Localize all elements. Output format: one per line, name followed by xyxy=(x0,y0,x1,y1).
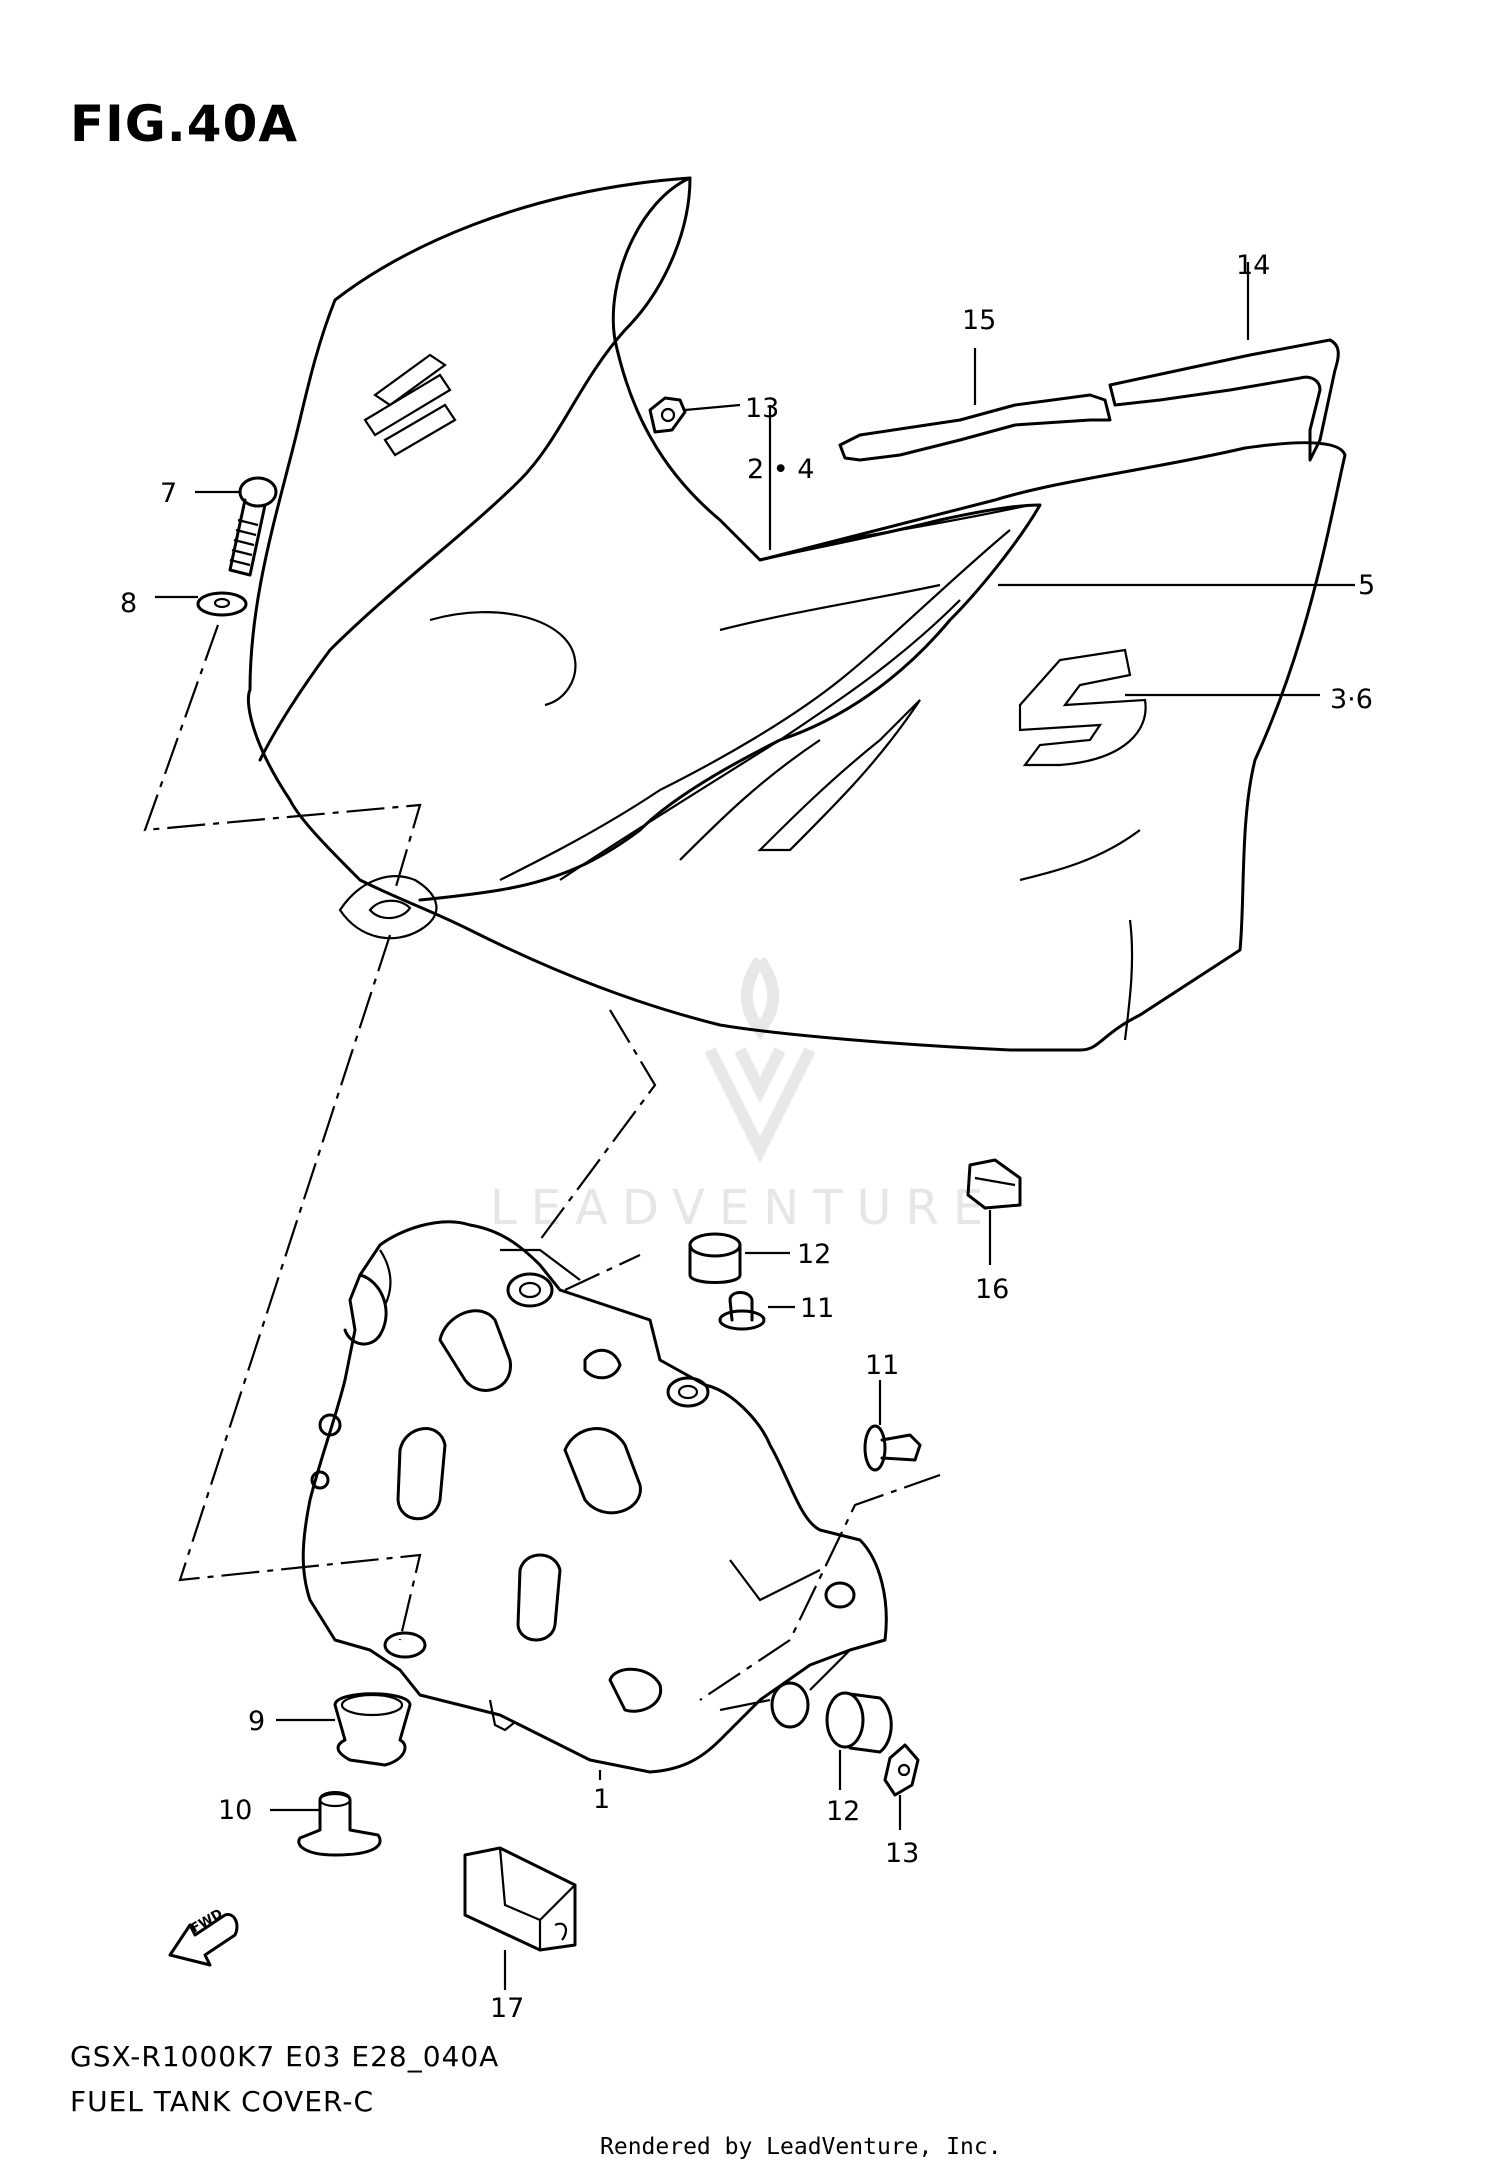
part-17-cushion xyxy=(463,1846,577,1952)
callout-1: 1 xyxy=(593,1784,611,1815)
fwd-arrow-icon xyxy=(168,1913,239,1967)
leadventure-logo-watermark xyxy=(704,956,816,1164)
part-13-clip-bottom xyxy=(883,1743,920,1797)
upper-tank-cover xyxy=(246,176,1347,1052)
part-12-grommet-top xyxy=(688,1232,742,1284)
callout-8: 8 xyxy=(120,588,138,619)
part-10-collar xyxy=(297,1791,382,1857)
part-11-collar-right xyxy=(863,1424,922,1472)
assembly-line-left xyxy=(178,934,422,1641)
part-name: FUEL TANK COVER-C xyxy=(70,2085,374,2118)
callout-3-6: 3·6 xyxy=(1330,684,1373,715)
callout-11-top: 11 xyxy=(800,1293,835,1324)
part-15-strip xyxy=(838,393,1112,462)
callout-16: 16 xyxy=(975,1274,1010,1305)
rendered-by-credit: Rendered by LeadVenture, Inc. xyxy=(600,2134,1002,2160)
assembly-line-bolt xyxy=(143,624,422,891)
callout-10: 10 xyxy=(218,1795,253,1826)
figure-title: FIG.40A xyxy=(70,95,299,153)
callout-12-top: 12 xyxy=(797,1239,832,1270)
assembly-line-center xyxy=(539,1009,657,1241)
callout-5: 5 xyxy=(1358,570,1376,601)
part-7-bolt xyxy=(228,476,278,577)
model-code: GSX-R1000K7 E03 E28_040A xyxy=(70,2040,500,2073)
part-1-bracket xyxy=(301,1220,888,1774)
part-16-clip xyxy=(966,1158,1022,1210)
callout-13-bottom: 13 xyxy=(885,1838,920,1869)
callout-2-4: 2 • 4 xyxy=(747,454,815,485)
callout-11-right: 11 xyxy=(865,1350,900,1381)
callout-9: 9 xyxy=(248,1706,266,1737)
assembly-line-upper-bracket xyxy=(564,1254,641,1291)
callout-17: 17 xyxy=(490,1993,525,2024)
callout-7: 7 xyxy=(160,478,178,509)
leader-lines xyxy=(155,262,1355,1990)
callout-13-top: 13 xyxy=(745,393,780,424)
part-8-washer xyxy=(196,591,248,617)
part-12-grommet-bottom xyxy=(825,1691,893,1754)
part-14-strip xyxy=(1108,338,1340,462)
part-11-collar-top xyxy=(718,1291,766,1331)
callout-12-bottom: 12 xyxy=(826,1796,861,1827)
callout-14: 14 xyxy=(1236,250,1271,281)
watermark-text: LEADVENTURE xyxy=(490,1180,998,1236)
part-13-clip-top xyxy=(648,396,687,434)
callout-15: 15 xyxy=(962,305,997,336)
assembly-line-right xyxy=(699,1473,941,1701)
part-9-grommet xyxy=(333,1692,412,1767)
